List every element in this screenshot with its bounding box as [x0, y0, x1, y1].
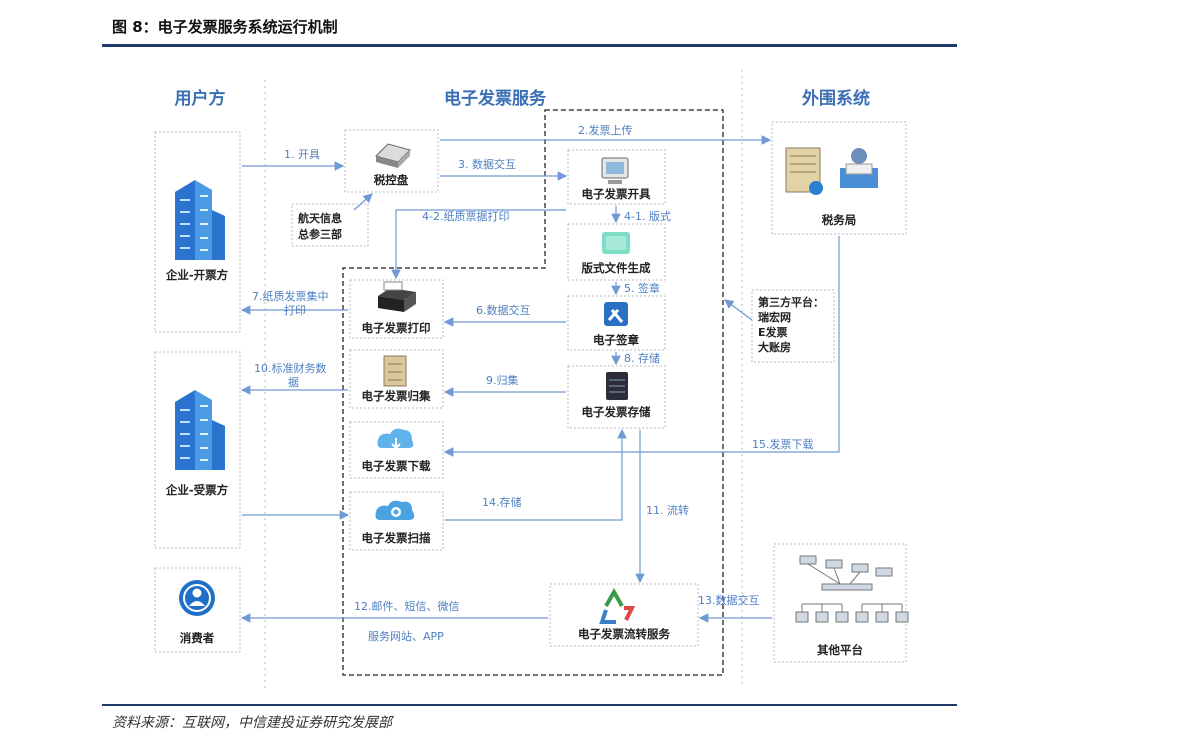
aerospace-note [291, 203, 369, 247]
arrow-13-label: 13.数据交互 [698, 593, 760, 607]
building-icon-issuer [175, 180, 225, 260]
person-icon [179, 580, 215, 616]
arrow-8-label: 8. 存储 [624, 351, 660, 365]
arrow-12-label-line2: 服务网站、APP [368, 629, 444, 643]
arrow-4-1-label: 4-1. 版式 [624, 209, 671, 223]
cloud-download-icon [377, 428, 414, 450]
arrow-5-label: 5. 签章 [624, 281, 660, 295]
computer-icon [601, 157, 629, 184]
third-party-line4: 大账房 [758, 340, 791, 354]
tax-officer-icon [840, 148, 878, 188]
tax-control-box [344, 129, 439, 193]
printer-icon [378, 281, 416, 312]
third-party-line1: 第三方平台： [758, 295, 824, 309]
issue-box [567, 149, 666, 205]
recycle-icon [599, 587, 636, 624]
arrow-11-label: 11. 流转 [646, 503, 689, 517]
issue-label: 电子发票开具 [582, 187, 651, 201]
receiver-box [154, 351, 241, 549]
consumer-label: 消费者 [180, 631, 215, 645]
archive-label: 电子发票归集 [362, 389, 431, 403]
signature-icon [604, 302, 628, 326]
tax-control-label: 税控盘 [374, 173, 409, 187]
arrow-15 [443, 236, 840, 457]
archive-box [349, 349, 444, 409]
aerospace-note-line2: 总参三部 [298, 227, 342, 241]
bottom-rule [102, 704, 957, 706]
building-icon-receiver [175, 390, 225, 470]
arrow-2-label: 2.发票上传 [578, 123, 633, 137]
figure-title: 图 8：电子发票服务系统运行机制 [112, 18, 338, 36]
top-rule [102, 44, 957, 47]
document-icon [602, 232, 630, 254]
column-header-service: 电子发票服务 [444, 88, 547, 109]
tax-bureau-box [771, 121, 907, 235]
arrow-10-label-line2: 据 [288, 375, 299, 389]
download-label: 电子发票下载 [362, 459, 431, 473]
scan-label: 电子发票扫描 [362, 531, 431, 545]
circulation-label: 电子发票流转服务 [578, 627, 670, 641]
arrow-15-label: 15.发票下载 [752, 437, 814, 451]
arrow-10-label-line1: 10.标准财务数 [254, 361, 327, 375]
arrow-9-label: 9.归集 [486, 373, 519, 387]
signature-box [567, 295, 666, 351]
column-header-user: 用户方 [175, 88, 226, 109]
layout-gen-label: 版式文件生成 [582, 261, 651, 275]
arrow-6-label: 6.数据交互 [476, 303, 531, 317]
storage-label: 电子发票存储 [582, 405, 651, 419]
scanner-icon [375, 143, 411, 168]
scan-cloud-icon [375, 500, 415, 520]
system-diagram: 用户方 电子发票服务 外围系统 企业-开票方 企业-受票方 消费者 税控盘 航天… [154, 70, 909, 688]
print-box [349, 279, 444, 339]
arrow-14 [445, 428, 627, 521]
arrow-4-2 [391, 209, 566, 280]
aerospace-note-line1: 航天信息 [298, 211, 342, 225]
arrow-4-2-label: 4-2.纸质票据打印 [422, 209, 509, 223]
receiver-label: 企业-受票方 [165, 483, 228, 497]
arrow-7-label-line2: 打印 [284, 303, 306, 317]
signature-label: 电子签章 [593, 333, 639, 347]
column-header-external: 外围系统 [802, 88, 870, 109]
tax-bureau-label: 税务局 [822, 213, 857, 227]
network-icon [795, 555, 909, 623]
third-party-box [751, 289, 835, 363]
source-note: 资料来源：互联网，中信建投证券研究发展部 [112, 715, 392, 731]
third-party-line2: 瑞宏网 [758, 310, 791, 324]
arrow-3-label: 3. 数据交互 [458, 157, 516, 171]
circulation-box [549, 583, 699, 647]
arrow-aerospace [353, 193, 373, 211]
arrow-third-party [724, 299, 753, 321]
archive-icon [383, 355, 407, 387]
download-box [349, 421, 444, 479]
scan-box [349, 491, 444, 551]
arrow-14-label: 14.存储 [482, 495, 522, 509]
server-icon [606, 372, 628, 400]
issuer-label: 企业-开票方 [165, 268, 228, 282]
arrow-12-label-line1: 12.邮件、短信、微信 [354, 599, 460, 613]
arrow-1-label: 1. 开具 [284, 148, 320, 161]
other-platform-label: 其他平台 [817, 643, 863, 657]
service-boundary [342, 109, 724, 676]
storage-box [567, 365, 666, 429]
issuer-box [154, 131, 241, 333]
other-platform-box [773, 543, 907, 663]
arrow-7-label-line1: 7.纸质发票集中 [252, 289, 329, 303]
third-party-line3: E发票 [758, 325, 788, 339]
layout-gen-box [567, 223, 666, 281]
consumer-box [154, 567, 241, 653]
print-label: 电子发票打印 [362, 321, 431, 335]
tax-server-icon [785, 147, 823, 195]
